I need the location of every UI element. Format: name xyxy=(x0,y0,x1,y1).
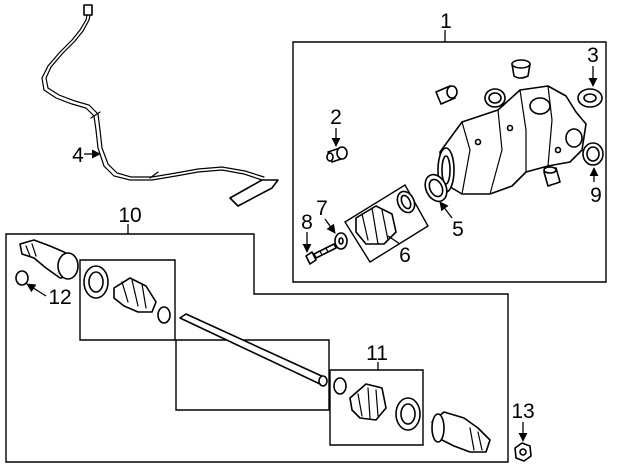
callout-12: 12 xyxy=(48,286,71,309)
callout-11: 11 xyxy=(366,342,388,365)
seal-part-5 xyxy=(424,173,448,203)
leader-arrow-12 xyxy=(26,283,47,297)
axle-shaft-part xyxy=(179,313,328,387)
bolt-part-8 xyxy=(305,243,337,265)
outer-boot-kit-contents xyxy=(83,265,171,324)
callout-7: 7 xyxy=(316,197,328,220)
callout-6: 6 xyxy=(399,244,411,267)
drain-plug-part xyxy=(435,85,458,105)
inner-boot-kit-11-contents xyxy=(333,377,421,431)
clamp-ring-12 xyxy=(15,270,29,286)
callout-13: 13 xyxy=(511,400,534,423)
inner-boot-kit-subbox xyxy=(175,339,330,411)
bushing-top-part xyxy=(511,59,531,79)
boot-kit-box-11 xyxy=(329,369,424,446)
callout-10: 10 xyxy=(118,204,141,227)
callout-8: 8 xyxy=(301,211,313,234)
outer-boot-kit-subbox xyxy=(79,259,176,341)
callout-4: 4 xyxy=(72,144,84,167)
vent-plug-part xyxy=(326,146,348,163)
callout-2: 2 xyxy=(330,106,342,129)
washer-part-7 xyxy=(334,232,348,250)
inner-cv-joint-part xyxy=(19,239,79,280)
leader-arrow-7 xyxy=(324,218,336,234)
differential-housing-part xyxy=(437,85,587,195)
differential-assembly-box xyxy=(292,41,607,283)
callout-1: 1 xyxy=(440,10,452,33)
mount-bushing-part xyxy=(577,88,603,108)
outer-cv-joint-part xyxy=(431,411,491,453)
leader-line-6 xyxy=(387,235,401,245)
leader-arrow-5 xyxy=(439,201,453,219)
seal-part-9 xyxy=(582,142,604,166)
callout-3: 3 xyxy=(587,44,599,67)
callout-9: 9 xyxy=(590,184,602,207)
seal-ring-top xyxy=(484,88,506,108)
axle-shaft-assembly-box xyxy=(5,233,509,463)
boot-kit-6-contents xyxy=(355,190,416,245)
bushing-lower-part xyxy=(543,166,561,187)
boot-kit-box-6 xyxy=(344,184,429,263)
vent-hose-part xyxy=(41,4,279,207)
axle-nut-part xyxy=(514,442,532,462)
callout-5: 5 xyxy=(452,218,464,241)
